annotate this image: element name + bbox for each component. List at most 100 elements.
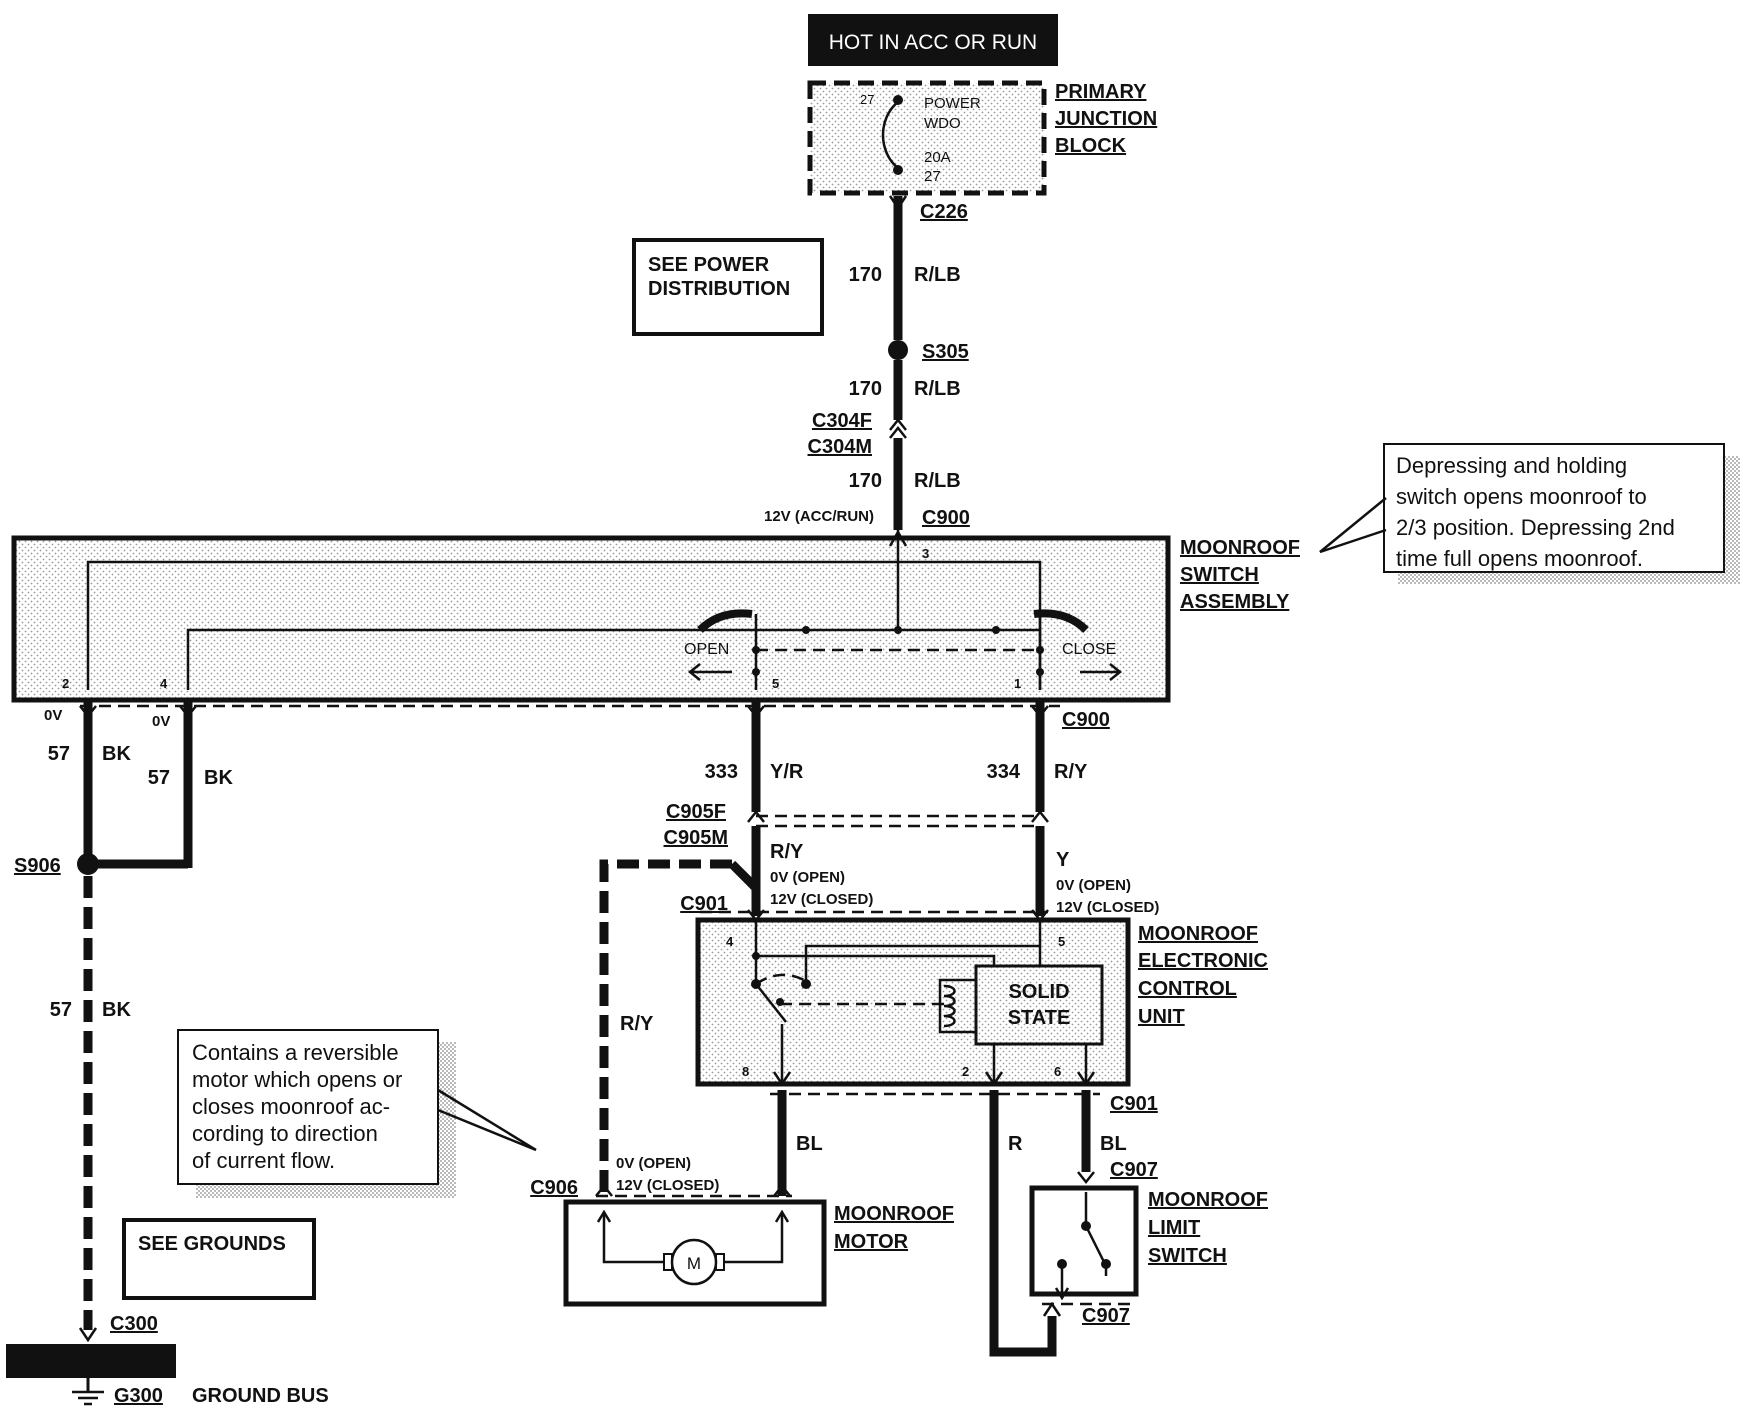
wire-57-c-color: BK: [102, 999, 131, 1021]
ecu-pin-5: 5: [1058, 934, 1065, 949]
fuse-pin-bottom: 27: [924, 168, 941, 185]
switch-pin-5: 5: [772, 676, 779, 691]
junction-block-label-3: BLOCK: [1055, 135, 1127, 157]
switch-note-line-3: 2/3 position. Depressing 2nd: [1396, 515, 1675, 540]
wire-ry-below-c905: R/Y: [770, 841, 804, 863]
open-closed-a-line2: 12V (CLOSED): [770, 891, 873, 908]
motor-note-box: [177, 1029, 439, 1185]
wire-57-b-number: 57: [148, 767, 170, 789]
wire-57-a-color: BK: [102, 743, 131, 765]
wire-170-c-color: R/LB: [914, 470, 961, 492]
limit-switch-label-1: MOONROOF: [1148, 1189, 1268, 1211]
wire-170-c-number: 170: [849, 470, 882, 492]
motor-note-line-4: cording to direction: [192, 1121, 378, 1146]
c304f-connector: C304F: [812, 410, 872, 432]
motor-note-line-1: Contains a reversible: [192, 1040, 399, 1065]
ground-symbol-icon: [72, 1390, 104, 1406]
fuse-rating: 20A: [924, 149, 951, 166]
fuse-name-line1: POWER: [924, 95, 981, 112]
open-arrow-icon: [687, 663, 732, 681]
s906-splice-label: S906: [14, 855, 61, 877]
c901-bottom-connector: C901: [1110, 1093, 1158, 1115]
moonroof-switch-assembly-box: [11, 535, 1171, 703]
acc-run-voltage: 12V (ACC/RUN): [764, 508, 874, 525]
solid-state-box: [974, 964, 1104, 1046]
wire-r-limit: R: [1008, 1133, 1023, 1155]
junction-block-label-1: PRIMARY: [1055, 81, 1147, 103]
wire-y-below-c905: Y: [1056, 849, 1070, 871]
ecu-relay-contact: [755, 973, 805, 986]
primary-junction-block: 27 POWER WDO 20A 27: [807, 80, 1047, 196]
switch-pin-1: 1: [1014, 676, 1021, 691]
c907-top-connector: C907: [1110, 1159, 1158, 1181]
close-arrow-icon: [1080, 663, 1123, 681]
wire-ry-motor-feed: R/Y: [620, 1013, 654, 1035]
wire-57-b-color: BK: [204, 767, 233, 789]
motor-label-2: MOTOR: [834, 1231, 909, 1253]
ecu-pin-2: 2: [962, 1064, 969, 1079]
wire-334-color: R/Y: [1054, 761, 1088, 783]
close-switch-lever: [1033, 609, 1089, 633]
c907-bottom-connector: C907: [1082, 1305, 1130, 1327]
close-label: CLOSE: [1062, 641, 1116, 658]
motor-label-1: MOONROOF: [834, 1203, 954, 1225]
ecu-label-1: MOONROOF: [1138, 923, 1258, 945]
motor-symbol: M: [687, 1254, 701, 1273]
c900-top-connector: C900: [922, 507, 970, 529]
ground-bus-bar: [6, 1344, 176, 1378]
open-label: OPEN: [684, 641, 729, 658]
switch-pin-3: 3: [922, 546, 929, 561]
ecu-pin-4: 4: [726, 934, 734, 949]
see-power-line-1: SEE POWER: [648, 254, 770, 276]
c900-bottom-connector: C900: [1062, 709, 1110, 731]
fuse-name-line2: WDO: [924, 115, 961, 132]
wire-170-b-color: R/LB: [914, 378, 961, 400]
g300-connector: G300: [114, 1385, 163, 1407]
ecu-label-3: CONTROL: [1138, 978, 1237, 1000]
switch-note-line-1: Depressing and holding: [1396, 453, 1627, 478]
motor-icon: [670, 1238, 718, 1286]
switch-pin-2: 2: [62, 676, 69, 691]
open-closed-b-line2: 12V (CLOSED): [1056, 899, 1159, 916]
wire-bl-motor: BL: [796, 1133, 823, 1155]
fuse-pin-top: 27: [860, 92, 874, 107]
c905m-connector: C905M: [664, 827, 728, 849]
ecu-label-2: ELECTRONIC: [1138, 950, 1268, 972]
ecu-pin-6: 6: [1054, 1064, 1061, 1079]
c905f-connector: C905F: [666, 801, 726, 823]
switch-assembly-label-2: SWITCH: [1180, 564, 1259, 586]
ecu-label-4: UNIT: [1138, 1006, 1185, 1028]
open-closed-c-line1: 0V (OPEN): [616, 1155, 691, 1172]
c226-connector: C226: [920, 201, 968, 223]
switch-note-line-4: time full opens moonroof.: [1396, 546, 1643, 571]
motor-note-line-2: motor which opens or: [192, 1067, 402, 1092]
limit-switch-label-2: LIMIT: [1148, 1217, 1200, 1239]
open-closed-b-line1: 0V (OPEN): [1056, 877, 1131, 894]
motor-note-line-5: of current flow.: [192, 1148, 335, 1173]
wire-334-number: 334: [987, 761, 1021, 783]
motor-note-line-3: closes moonroof ac-: [192, 1094, 390, 1119]
solid-state-line2: STATE: [1008, 1007, 1071, 1029]
s305-splice: [888, 340, 908, 360]
wire-170-b-number: 170: [849, 378, 882, 400]
switch-note-line-2: switch opens moonroof to: [1396, 484, 1647, 509]
wire-333-color: Y/R: [770, 761, 804, 783]
c304m-connector: C304M: [808, 436, 872, 458]
junction-block-label-2: JUNCTION: [1055, 108, 1157, 130]
wire-170-a-color: R/LB: [914, 264, 961, 286]
limit-switch-label-3: SWITCH: [1148, 1245, 1227, 1267]
wire-57-a-number: 57: [48, 743, 70, 765]
ecu-coil-icon: [943, 984, 956, 1028]
wire-333-number: 333: [705, 761, 738, 783]
ecu-pin-8: 8: [742, 1064, 749, 1079]
zero-v-right: 0V: [152, 713, 170, 730]
s305-splice-label: S305: [922, 341, 969, 363]
moonroof-limit-switch-box: [1029, 1185, 1139, 1297]
c901-top-connector: C901: [680, 893, 728, 915]
c300-connector: C300: [110, 1313, 158, 1335]
power-header-box: [808, 14, 1058, 66]
open-closed-c-line2: 12V (CLOSED): [616, 1177, 719, 1194]
solid-state-line1: SOLID: [1008, 981, 1069, 1003]
switch-note-box: [1383, 443, 1725, 573]
